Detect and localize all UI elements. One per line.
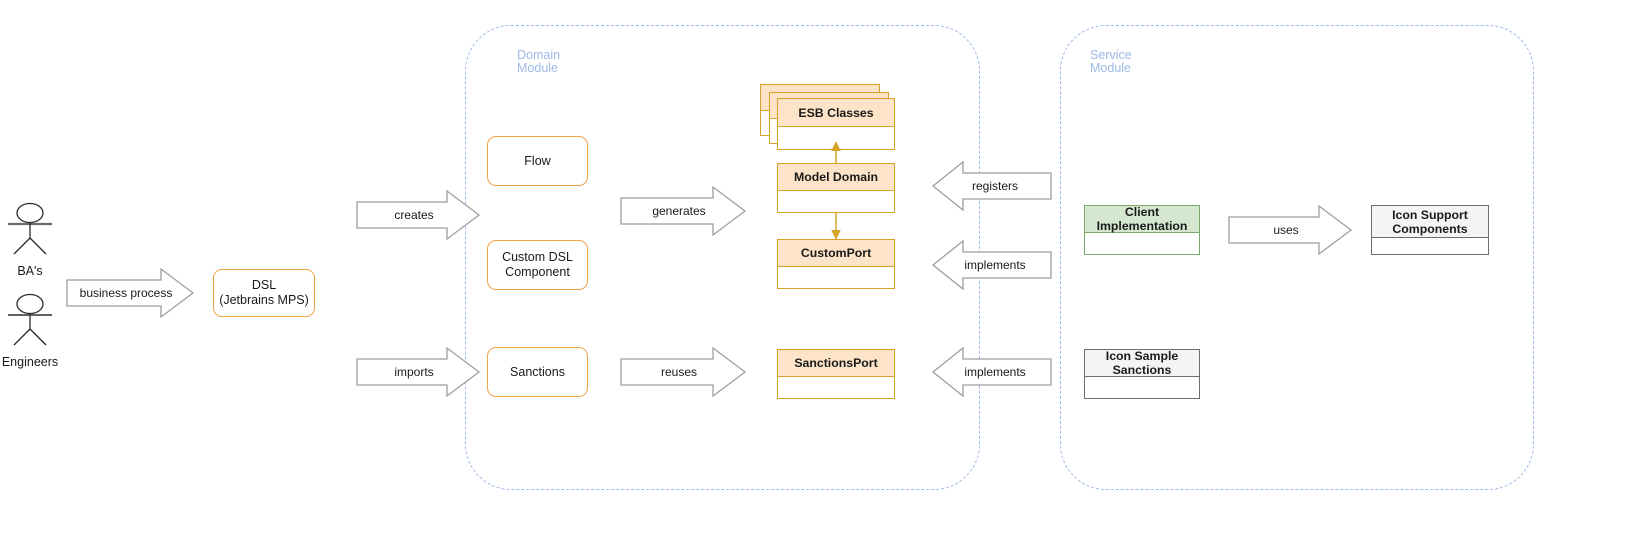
arrow-implements-port [931, 239, 1052, 291]
arrow-reuses-label: reuses [660, 365, 698, 379]
arrow-implements-sanctions-label: implements [964, 365, 1026, 379]
client-implementation[interactable]: Client Implementation [1084, 205, 1200, 255]
dsl-box[interactable]: DSL (Jetbrains MPS) [213, 269, 315, 317]
connector-model-domain-to-customport [826, 213, 846, 241]
client-implementation-title: Client Implementation [1085, 205, 1199, 233]
sanctions-box[interactable]: Sanctions [487, 347, 588, 397]
custom-port[interactable]: CustomPort [777, 239, 895, 289]
arrow-creates [356, 189, 481, 241]
arrow-uses [1228, 204, 1353, 256]
arrow-business-process [66, 267, 195, 319]
sanctions-port-title: SanctionsPort [778, 350, 894, 377]
actor-engineers [4, 291, 56, 349]
icon-sample-sanctions-body [1085, 377, 1199, 398]
icon-sample-sanctions[interactable]: Icon Sample Sanctions [1084, 349, 1200, 399]
arrow-generates-label: generates [652, 204, 706, 218]
custom-port-body [778, 267, 894, 288]
model-domain[interactable]: Model Domain [777, 163, 895, 213]
esb-classes-body [778, 127, 894, 149]
arrow-creates-label: creates [394, 208, 434, 222]
esb-classes-title: ESB Classes [778, 99, 894, 127]
sanctions-port-body [778, 377, 894, 398]
icon-support-components[interactable]: Icon Support Components [1371, 205, 1489, 255]
custom-dsl-component-box[interactable]: Custom DSL Component [487, 240, 588, 290]
client-implementation-body [1085, 233, 1199, 254]
sanctions-port[interactable]: SanctionsPort [777, 349, 895, 399]
custom-port-title: CustomPort [778, 240, 894, 267]
icon-sample-sanctions-title: Icon Sample Sanctions [1085, 349, 1199, 377]
arrow-uses-label: uses [1273, 223, 1299, 237]
arrow-reuses [620, 346, 747, 398]
icon-support-components-body [1372, 238, 1488, 254]
model-domain-title: Model Domain [778, 164, 894, 191]
arrow-imports-label: imports [394, 365, 434, 379]
arrow-registers [931, 160, 1052, 212]
arrow-business-process-label: business process [79, 286, 173, 300]
actor-bas-label: BA's [17, 264, 43, 278]
arrow-implements-port-label: implements [964, 258, 1026, 272]
actor-bas [4, 200, 56, 258]
service-module-label: Service Module [1090, 48, 1132, 75]
actor-engineers-label: Engineers [1, 355, 59, 369]
service-module-container [1060, 25, 1534, 490]
arrow-generates [620, 185, 747, 237]
esb-classes[interactable]: ESB Classes [777, 98, 895, 150]
icon-support-components-title: Icon Support Components [1372, 206, 1488, 238]
domain-module-label: Domain Module [517, 48, 561, 75]
arrow-registers-label: registers [971, 179, 1018, 193]
model-domain-body [778, 191, 894, 212]
arrow-imports [356, 346, 481, 398]
flow-box[interactable]: Flow [487, 136, 588, 186]
arrow-implements-sanctions [931, 346, 1052, 398]
